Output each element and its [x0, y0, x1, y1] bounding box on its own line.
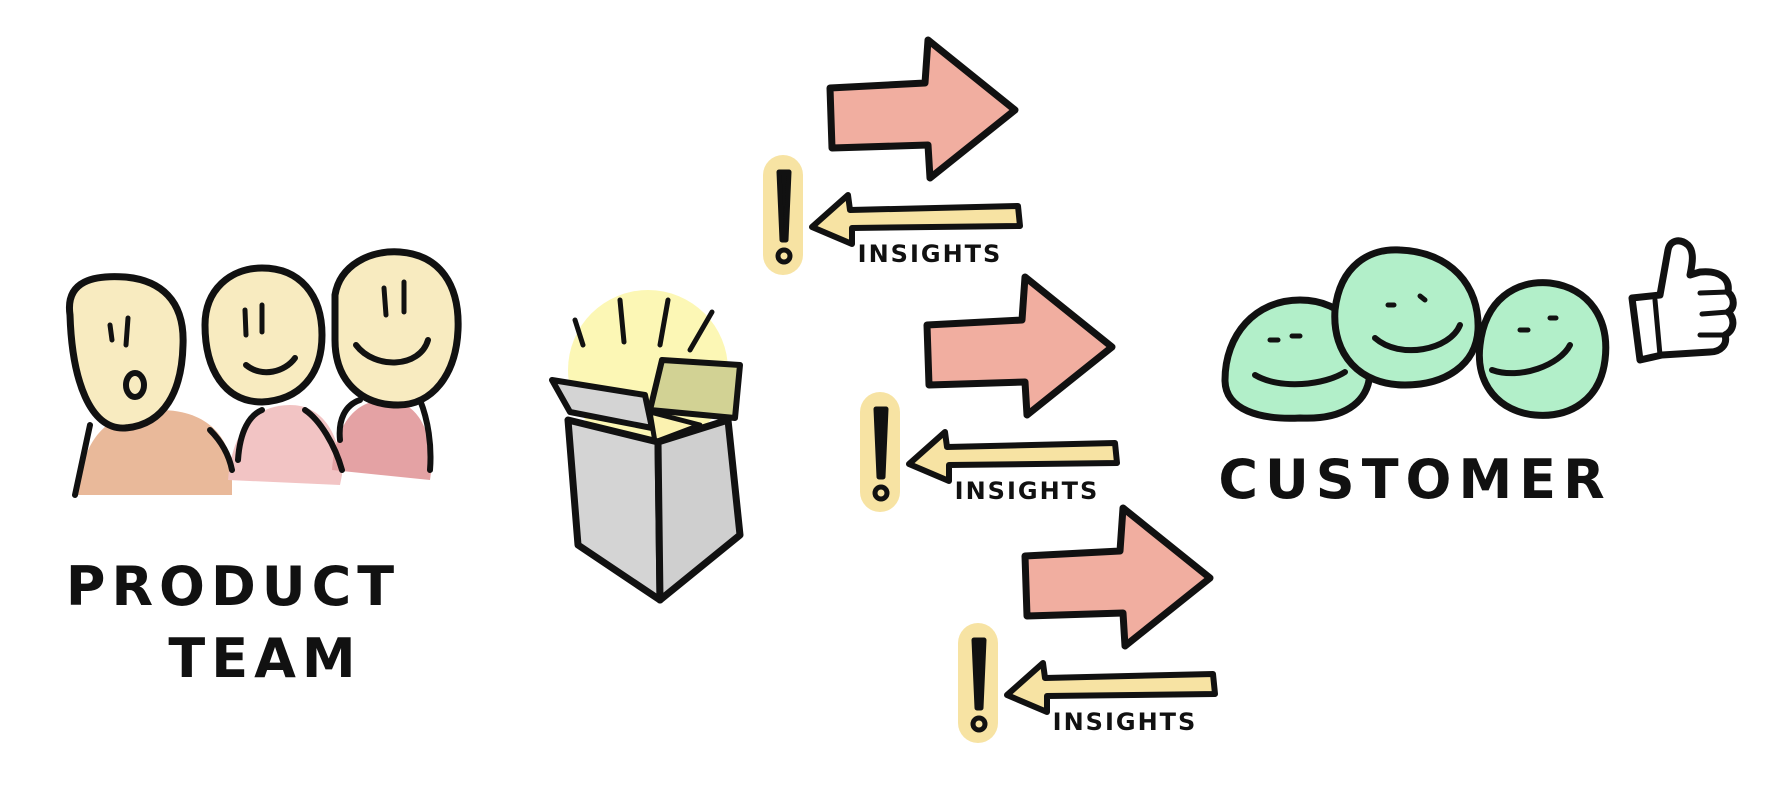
- delivery-arrow: [923, 273, 1116, 419]
- product-team: PRODUCT TEAM: [66, 248, 462, 690]
- team-member-head-1: [66, 273, 187, 432]
- insight-arrow: [809, 192, 1023, 247]
- open-box-icon: [549, 290, 744, 604]
- exclamation-icon: [873, 406, 889, 480]
- exclamation-dot: [872, 484, 890, 502]
- customer-face-3: [1475, 279, 1610, 419]
- exclamation-dot: [970, 715, 988, 733]
- product-team-label-line1: PRODUCT: [66, 555, 400, 618]
- team-member-body-1: [78, 410, 232, 495]
- insights-label: INSIGHTS: [858, 240, 1003, 268]
- feedback-loop-3: INSIGHTS: [958, 504, 1218, 743]
- exclamation-icon: [776, 169, 792, 243]
- team-member-body-3: [332, 400, 432, 480]
- feedback-loop-2: INSIGHTS: [860, 273, 1120, 512]
- exclamation-icon: [971, 637, 987, 711]
- team-member-head-3: [331, 248, 462, 409]
- insight-arrow: [1004, 660, 1218, 715]
- customer-label: CUSTOMER: [1218, 448, 1611, 511]
- product-team-label-line2: TEAM: [168, 627, 361, 690]
- insights-label: INSIGHTS: [1053, 708, 1198, 736]
- feedback-loops: INSIGHTS INSIGHTS INSIGHTS: [763, 36, 1218, 743]
- team-member-head-2: [201, 264, 326, 406]
- customer-group: CUSTOMER: [1218, 237, 1737, 511]
- thumbs-up-icon: [1628, 237, 1737, 364]
- delivery-arrow: [826, 36, 1019, 182]
- delivery-arrow: [1021, 504, 1214, 650]
- team-member-body-2: [228, 405, 342, 485]
- customer-face-2: [1331, 246, 1482, 389]
- insights-label: INSIGHTS: [955, 477, 1100, 505]
- exclamation-dot: [775, 247, 793, 265]
- feedback-loop-1: INSIGHTS: [763, 36, 1023, 275]
- insight-arrow: [906, 429, 1120, 484]
